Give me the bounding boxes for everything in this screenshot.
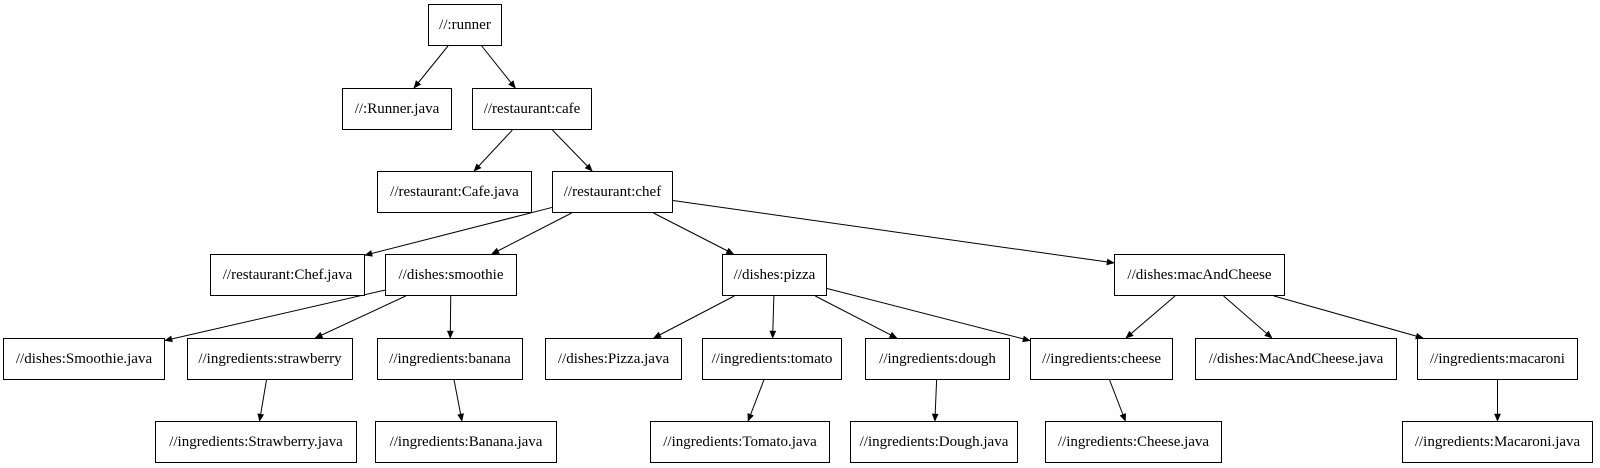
graph-node-strawberry: //ingredients:strawberry	[187, 338, 353, 380]
graph-node-smoothie: //dishes:smoothie	[385, 254, 517, 296]
graph-node-macandcheese_java: //dishes:MacAndCheese.java	[1195, 338, 1397, 380]
graph-node-dough_java: //ingredients:Dough.java	[850, 421, 1018, 463]
graph-node-macandcheese: //dishes:macAndCheese	[1114, 254, 1285, 296]
edge-smoothie-to-strawberry	[314, 295, 406, 339]
graph-node-tomato_java: //ingredients:Tomato.java	[650, 421, 830, 463]
edge-cafe-to-chef	[552, 129, 593, 172]
graph-node-cheese_java: //ingredients:Cheese.java	[1045, 421, 1222, 463]
graph-node-chef: //restaurant:chef	[552, 171, 673, 213]
edge-pizza-to-tomato	[769, 295, 777, 339]
graph-node-banana_java: //ingredients:Banana.java	[375, 421, 557, 463]
edge-smoothie-to-banana	[446, 295, 454, 339]
edge-smoothie-to-smoothie_java	[164, 289, 386, 343]
edge-cafe-to-cafe_java	[473, 129, 513, 172]
edge-runner-to-cafe	[481, 45, 516, 89]
edge-chef-to-macandcheese	[672, 200, 1115, 266]
graph-node-dough: //ingredients:dough	[865, 338, 1010, 380]
edge-chef-to-chef_java	[364, 206, 553, 257]
graph-node-tomato: //ingredients:tomato	[702, 338, 842, 380]
edge-pizza-to-cheese	[826, 288, 1031, 343]
graph-node-pizza_java: //dishes:Pizza.java	[545, 338, 682, 380]
graph-node-strawberry_java: //ingredients:Strawberry.java	[155, 421, 357, 463]
graph-node-runner: //:runner	[428, 4, 502, 46]
graph-node-cafe: //restaurant:cafe	[472, 88, 592, 130]
edge-tomato-to-tomato_java	[747, 379, 765, 422]
edge-macandcheese-to-macaroni	[1273, 295, 1424, 340]
edges-group	[164, 45, 1501, 422]
graph-node-macaroni_java: //ingredients:Macaroni.java	[1402, 421, 1593, 463]
graph-node-runner_java: //:Runner.java	[342, 88, 452, 130]
edge-runner-to-runner_java	[413, 45, 449, 89]
graph-node-cheese: //ingredients:cheese	[1030, 338, 1173, 380]
graph-node-chef_java: //restaurant:Chef.java	[210, 254, 365, 296]
graph-node-smoothie_java: //dishes:Smoothie.java	[3, 338, 165, 380]
edge-chef-to-smoothie	[491, 212, 572, 255]
edge-macandcheese-to-cheese	[1125, 295, 1176, 339]
edge-strawberry-to-strawberry_java	[257, 379, 267, 422]
graph-node-pizza: //dishes:pizza	[722, 254, 827, 296]
edge-chef-to-pizza	[653, 212, 735, 255]
edge-cheese-to-cheese_java	[1109, 379, 1126, 422]
edge-dough-to-dough_java	[931, 379, 939, 422]
graph-node-macaroni: //ingredients:macaroni	[1417, 338, 1578, 380]
edge-pizza-to-pizza_java	[653, 295, 735, 339]
edge-macandcheese-to-macandcheese_java	[1223, 295, 1273, 339]
graph-node-cafe_java: //restaurant:Cafe.java	[377, 171, 532, 213]
edge-pizza-to-dough	[815, 295, 898, 339]
graph-node-banana: //ingredients:banana	[377, 338, 523, 380]
edge-banana-to-banana_java	[453, 379, 464, 422]
